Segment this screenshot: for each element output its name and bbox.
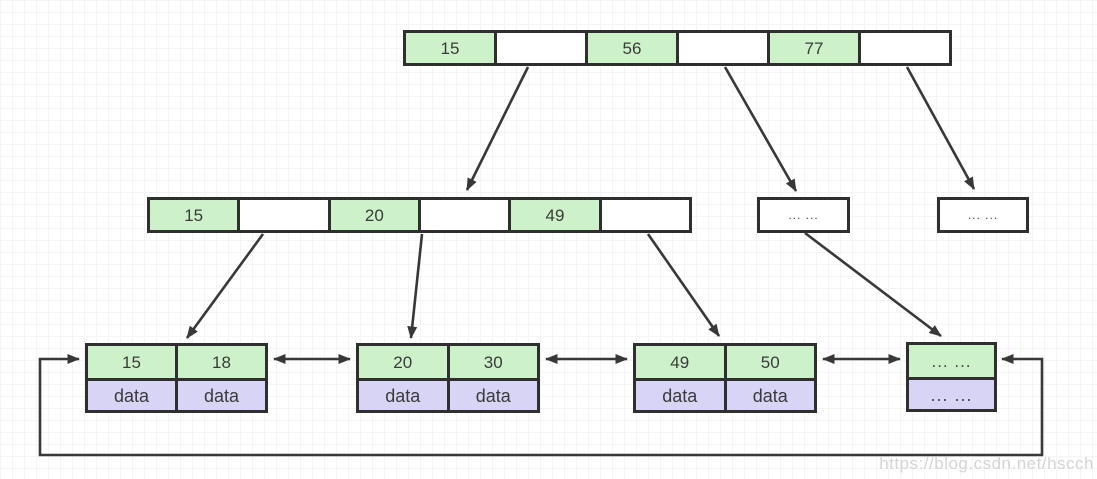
root-pointer-cell	[676, 33, 767, 63]
leaf-node-1: 15 18 data data	[85, 343, 268, 413]
arrow-internal-to-leaf-3	[646, 233, 721, 337]
arrow-root-to-internal	[465, 66, 530, 191]
leaf-data-cell: data	[723, 381, 814, 410]
collapsed-node-2: ... ...	[937, 197, 1029, 233]
arrow-root-to-collapsed-2	[905, 66, 976, 190]
root-node: 15 56 77	[403, 30, 952, 66]
leaf-node-3: 49 50 data data	[633, 343, 817, 413]
leaf-data-cell: data	[88, 381, 175, 410]
leaf-node-2: 20 30 data data	[356, 343, 540, 413]
internal-pointer-cell	[598, 200, 689, 230]
arrow-root-to-collapsed-1	[723, 66, 798, 192]
leaf-data-cell: data	[175, 381, 265, 410]
leaf-key-cell: 30	[446, 346, 537, 378]
ellipsis-label: ... ...	[967, 208, 999, 222]
leaf-key-cell: 20	[359, 346, 447, 378]
internal-node: 15 20 49	[147, 197, 692, 233]
internal-key-cell: 15	[150, 200, 238, 230]
collapsed-node-1: ... ...	[757, 197, 850, 233]
root-key-cell: 77	[767, 33, 858, 63]
leaf-data-cell: data	[359, 381, 447, 410]
watermark-url: https://blog.csdn.net/hscch	[879, 454, 1094, 473]
root-key-cell: 15	[406, 33, 494, 63]
root-key-cell: 56	[585, 33, 676, 63]
arrow-collapsed-to-leaf-4	[804, 231, 942, 338]
internal-key-cell: 49	[508, 200, 599, 230]
leaf-key-cell: 49	[636, 346, 724, 378]
internal-pointer-cell	[417, 200, 509, 230]
leaf-node-4: ... ... ... ...	[906, 342, 997, 412]
leaf-key-cell: ... ...	[909, 345, 994, 377]
leaf-key-cell: 15	[88, 346, 175, 378]
arrow-internal-to-leaf-1	[185, 233, 265, 339]
internal-key-cell: 20	[327, 200, 418, 230]
leaf-key-cell: 18	[175, 346, 265, 378]
root-pointer-cell	[858, 33, 949, 63]
leaf-key-cell: 50	[723, 346, 814, 378]
leaf-data-cell: data	[446, 381, 537, 410]
leaf-data-cell: ... ...	[909, 380, 994, 409]
ellipsis-label: ... ...	[788, 208, 819, 222]
root-pointer-cell	[494, 33, 585, 63]
internal-pointer-cell	[237, 200, 328, 230]
arrow-internal-to-leaf-2	[407, 233, 424, 339]
leaf-data-cell: data	[636, 381, 724, 410]
